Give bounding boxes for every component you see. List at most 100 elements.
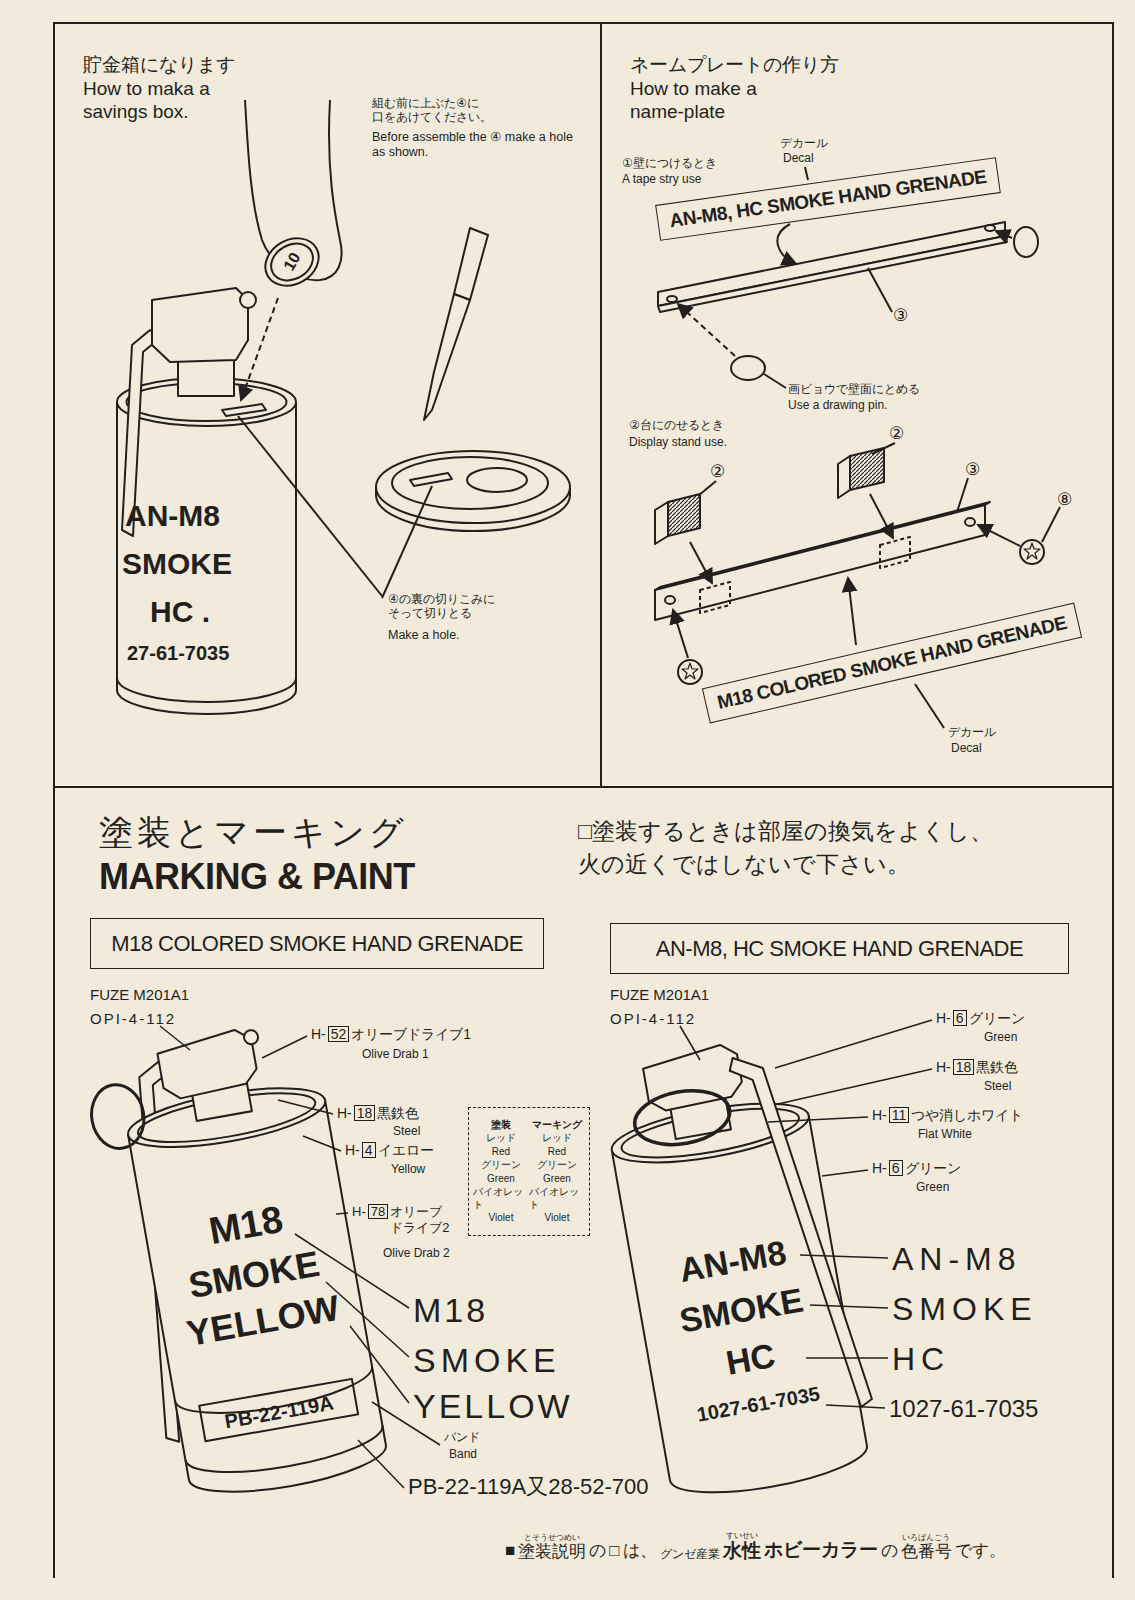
node-text: バイオレット [529,1186,585,1211]
callout-number: ③ [893,306,908,326]
label-group: OPI-4-112 [90,1010,176,1028]
label-text: ④の裏の切りこみに そって切りとる [388,592,538,621]
label-text: オリーブ ドライブ2 [390,1204,452,1235]
label-text: すいせい [726,1532,758,1541]
label-text: HC . [150,594,210,630]
node-text: Violet [489,1212,514,1225]
node-text: Green [487,1173,515,1186]
label-group: ①壁につけるとき [622,156,717,170]
label-text: H- [936,1010,951,1027]
node-text: レッド [486,1132,516,1145]
node-text: ネームプレートの作り方 [630,52,1112,78]
label-text: FUZE M201A1 [610,986,709,1004]
node-text: How to maka a savings box. [83,78,243,124]
label-text: PB-22-119A又28-52-700 [408,1474,649,1500]
node-text: AN-M8, HC SMOKE HAND GRENADE [656,936,1023,962]
label-text: M18 [413,1290,488,1331]
label-text: H- [311,1026,326,1043]
label-text: H- [337,1105,352,1122]
label-group: H-6グリーン [872,1160,961,1177]
label-text: Flat White [918,1127,972,1141]
label-group: H-6グリーン [936,1010,1025,1027]
label-text: Steel [984,1079,1011,1093]
callout-number: ② [889,424,904,444]
label-text: SMOKE [122,546,232,582]
label-group: FUZE M201A1 [610,986,709,1004]
label-text: ■ [505,1541,515,1561]
label-text: ①壁につけるとき [622,156,717,170]
label-text: 組む前に上ぶた④に 口をあけてください。 [372,96,512,125]
label-group: Olive Drab 1 [362,1047,429,1061]
label-text: AN-M8 [125,498,220,534]
label-text: 1027-61-7035 [695,1381,822,1426]
label-text: の [881,1541,898,1561]
label-text: SMOKE [413,1340,561,1381]
label-text: Make a hole. [388,628,460,643]
label-text: 黒鉄色 [976,1059,1018,1076]
callout-number: ③ [965,460,980,480]
ruby-pair: とそうせつめい塗装説明 [518,1534,586,1561]
label-group: HC . [150,594,210,630]
label-group: Use a drawing pin. [788,398,887,412]
node-text: How to make a name-plate [630,78,800,124]
label-text: Green [984,1030,1017,1044]
node-text: マーキング [532,1119,582,1132]
label-group: ③ [965,460,980,480]
label-group: ④の裏の切りこみに そって切りとる [388,592,538,621]
label-text: H- [936,1059,951,1076]
label-group: H-18黒鉄色 [337,1105,419,1122]
label-text: ②台にのせるとき [629,418,724,432]
label-group: 画ビョウで壁面にとめる [788,382,920,396]
label-group: 10 [279,249,305,274]
label-group: ⑧ [1057,490,1072,510]
label-group: Steel [393,1124,420,1138]
node-text: Violet [545,1212,570,1225]
label-group: Olive Drab 2 [383,1246,450,1260]
label-text: OPI-4-112 [90,1010,176,1028]
label-group: ② [889,424,904,444]
node-text: グリーン [537,1159,577,1172]
label-text: Before assemble the ④ make a hole as sho… [372,130,577,160]
label-group: Steel [984,1079,1011,1093]
label-group: HC [892,1340,950,1378]
label-group: ② [710,462,725,482]
paint-code: 52 [328,1026,350,1042]
label-text: M18 [205,1197,286,1255]
label-group: Display stand use. [629,435,727,449]
node-text: レッド [542,1132,572,1145]
ruby-pair: いろばんごう色番号 [901,1534,952,1561]
label-text: PB-22-119A [222,1391,335,1434]
label-text: H- [352,1204,366,1220]
paint-code: 6 [953,1010,967,1026]
label-text: SMOKE [892,1290,1038,1328]
label-text: Olive Drab 2 [383,1246,450,1260]
paint-code: 18 [354,1105,376,1121]
label-text: HC [892,1340,950,1378]
node-text: AN-M8, HC SMOKE HAND GRENADE [668,166,988,232]
label-text: バンド [444,1430,480,1444]
label-text: Band [449,1447,477,1461]
label-group: PB-22-119A又28-52-700 [408,1474,649,1500]
label-group: SMOKE [413,1340,561,1381]
label-group: 1027-61-7035 [889,1395,1038,1424]
node-text: 塗装 [491,1119,511,1132]
label-text: とそうせつめい [524,1534,580,1543]
node-text: Red [548,1146,566,1159]
label-text: Steel [393,1124,420,1138]
label-text: YELLOW [413,1386,573,1427]
label-group: Yellow [391,1162,425,1176]
label-group: Band [449,1447,477,1461]
label-text: ホビーカラー [764,1539,878,1562]
label-text: 1027-61-7035 [889,1395,1038,1424]
label-text: H- [872,1107,887,1124]
label-text: Green [916,1180,949,1194]
label-text: AN-M8 [676,1232,789,1291]
label-text: FUZE M201A1 [90,986,189,1004]
instruction-panel: 塗装とマーキングMARKING & PAINTM18 COLORED SMOKE… [53,788,1114,1578]
label-group: AN-M8 [892,1240,1022,1278]
ruby-pair: すいせい水性 [723,1532,761,1562]
label-group: AN-M8 [125,498,220,534]
decal-strip: M18 COLORED SMOKE HAND GRENADE [702,602,1082,723]
label-text: 10 [279,249,305,274]
label-group: M18 [205,1197,286,1255]
